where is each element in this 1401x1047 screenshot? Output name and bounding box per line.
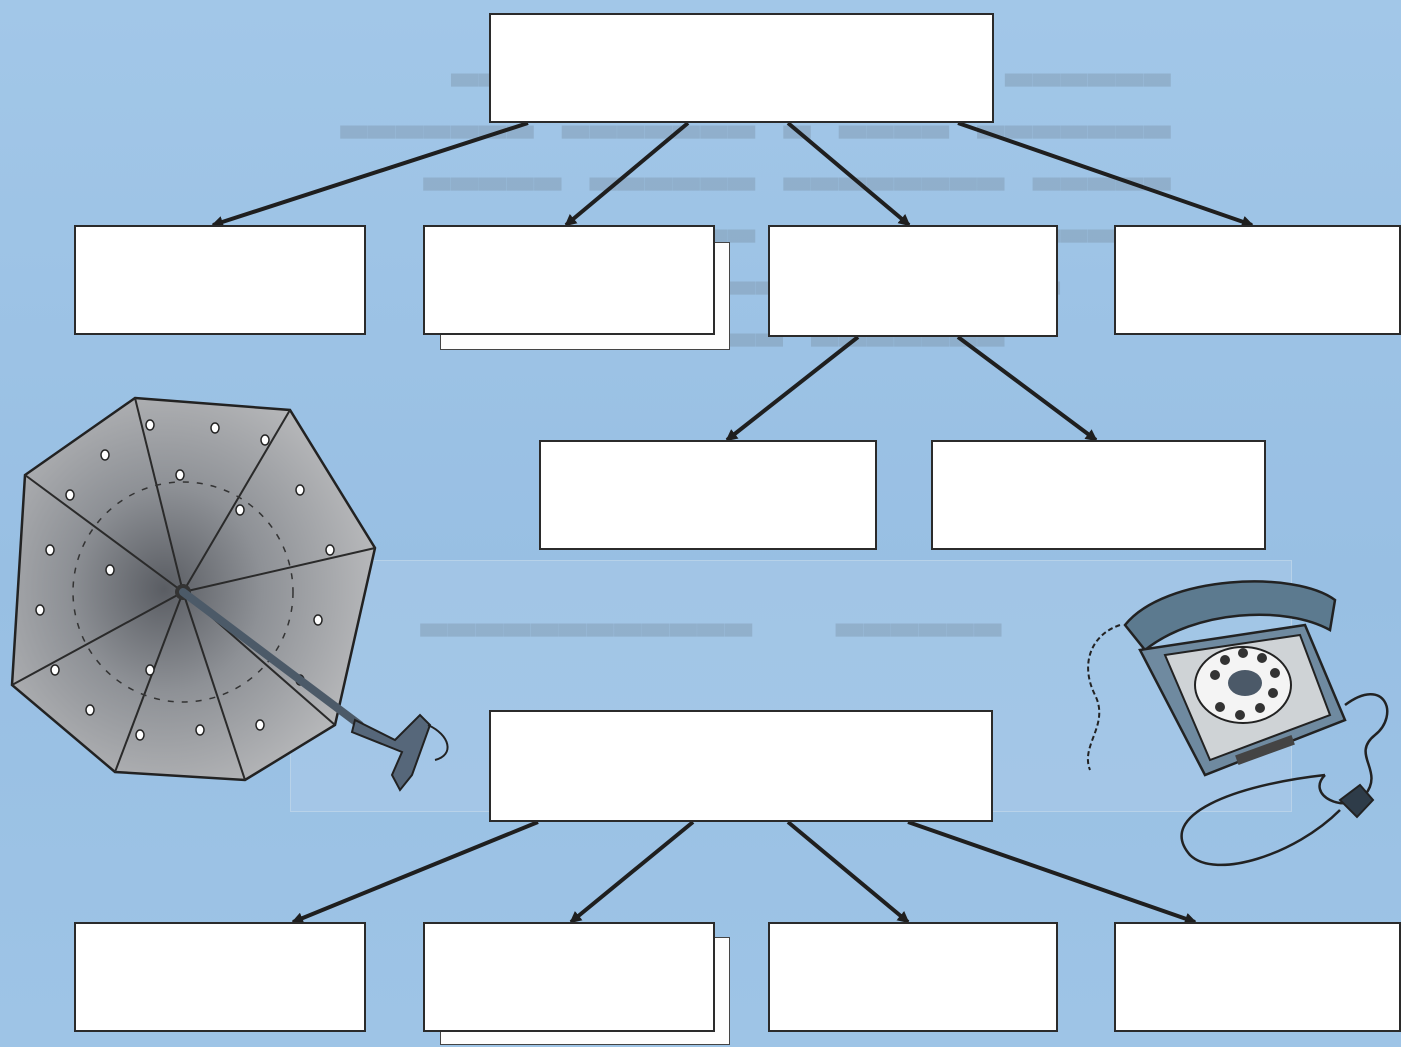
bottom-root-box[interactable] (489, 710, 993, 822)
umbrella-handle (179, 588, 449, 792)
bottom-child-box-2[interactable] (423, 922, 715, 1032)
arrow-top-3 (786, 121, 911, 227)
arrow-top-4 (957, 121, 1254, 228)
telephone-handset (1123, 580, 1337, 652)
top-subchild-box-1[interactable] (539, 440, 877, 550)
arrow-sub-1 (725, 335, 860, 442)
arrow-bottom-1 (291, 820, 539, 924)
top-root-box[interactable] (489, 13, 994, 123)
bottom-child-box-1[interactable] (74, 922, 366, 1032)
top-child-box-2[interactable] (423, 225, 715, 335)
bottom-child-box-3[interactable] (768, 922, 1058, 1032)
arrow-bottom-2 (569, 820, 695, 924)
handset-cord (1087, 624, 1121, 771)
top-child-box-4[interactable] (1114, 225, 1401, 335)
top-child-box-1[interactable] (74, 225, 366, 335)
telephone-plug (1338, 783, 1375, 819)
umbrella-illustration (10, 396, 449, 792)
arrow-sub-2 (956, 335, 1098, 442)
bottom-child-box-4[interactable] (1114, 922, 1401, 1032)
arrow-bottom-3 (786, 820, 910, 924)
top-subchild-box-2[interactable] (931, 440, 1266, 550)
rotary-telephone-illustration (1087, 580, 1389, 867)
telephone-cord (1180, 773, 1341, 867)
arrow-top-1 (211, 121, 529, 228)
arrow-top-2 (564, 121, 690, 227)
top-child-box-3[interactable] (768, 225, 1058, 337)
arrow-bottom-4 (907, 820, 1197, 925)
